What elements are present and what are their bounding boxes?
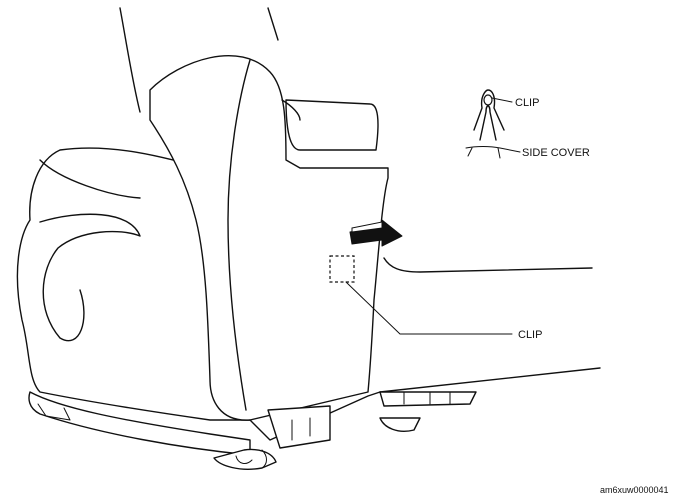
seatback bbox=[149, 55, 389, 421]
base-frame-rib bbox=[291, 417, 311, 441]
headrest-stay-line bbox=[267, 7, 279, 41]
rail-bracket-detail bbox=[403, 391, 451, 405]
seatback-strap-line bbox=[119, 7, 141, 113]
clip-detail-inset: CLIP SIDE COVER bbox=[465, 89, 590, 159]
seatback-shoulder bbox=[285, 99, 379, 151]
rail-foot-right bbox=[379, 417, 421, 432]
clip-leader-line bbox=[345, 281, 513, 335]
seatback-edge bbox=[227, 59, 251, 411]
seat-rail-line bbox=[379, 367, 601, 393]
side-cover-label: SIDE COVER bbox=[522, 147, 590, 159]
seat-illustration bbox=[16, 7, 601, 470]
side-cover-ticks bbox=[467, 147, 501, 159]
base-foot-left-detail bbox=[235, 449, 267, 469]
floor-line bbox=[383, 257, 593, 273]
clip-label: CLIP bbox=[518, 329, 542, 341]
seat-base-foot bbox=[37, 403, 71, 421]
clip-location-box bbox=[329, 255, 355, 283]
bolster-seam bbox=[39, 159, 141, 199]
bolster-inner-contour bbox=[39, 213, 141, 342]
clip-detail-leader bbox=[491, 97, 513, 103]
clip-detail-label: CLIP bbox=[515, 97, 539, 109]
clip-detail-icon bbox=[473, 89, 505, 131]
removal-direction-arrow-icon bbox=[349, 219, 403, 247]
base-foot-left bbox=[213, 448, 277, 470]
figure-code: am6xuw0000041 bbox=[600, 485, 669, 495]
base-frame-lower-block bbox=[267, 405, 331, 449]
rail-bracket bbox=[379, 391, 477, 407]
side-cover-edge bbox=[465, 146, 521, 153]
clip-head-icon bbox=[483, 94, 493, 106]
seat-base bbox=[28, 391, 251, 456]
clip-detail-inner bbox=[479, 105, 497, 141]
seatback-top-curve bbox=[281, 99, 301, 121]
